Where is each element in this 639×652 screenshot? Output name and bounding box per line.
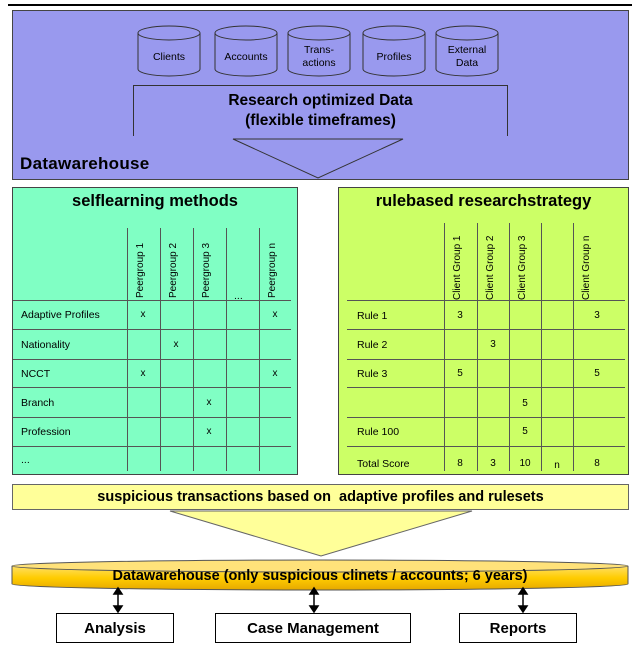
cell: 10 [519,458,531,469]
accounts-cylinder: Accounts [214,25,278,77]
down-arrow-top [232,138,404,179]
row-label: Rule 3 [357,368,388,380]
profiles-cylinder: Profiles [362,25,426,77]
row-label: Adaptive Profiles [21,309,100,321]
cell: 3 [457,310,463,321]
grid-line [477,223,478,471]
source-label: Accounts [224,50,268,63]
rulebased-panel: rulebased researchstrategy Client Group … [338,187,629,475]
research-line-2: (flexible timeframes) [245,112,396,129]
grid-line [347,417,625,418]
cell: x [206,426,212,437]
clients-cylinder: Clients [137,25,201,77]
row-label: Branch [21,397,55,409]
grid-line [573,223,574,471]
cell: x [173,339,179,350]
row-label: Rule 100 [357,426,400,438]
row-label: NCCT [21,368,51,380]
grid-line [13,300,291,301]
datawarehouse-label: Datawarehouse [20,154,150,173]
external-data-cylinder: External Data [435,25,499,77]
row-label: Total Score [357,458,410,470]
cell: x [140,309,146,320]
column-header-ellipsis: ... [234,290,243,302]
cell: x [272,309,278,320]
source-label: Clients [152,50,186,63]
grid-line [193,228,194,471]
grid-line [259,228,260,471]
top-rule-line [8,4,632,6]
grid-line [509,223,510,471]
cell: x [140,368,146,379]
cell: 3 [594,310,600,321]
source-label: External Data [447,44,487,69]
grid-line [347,387,625,388]
cell: n [554,460,560,471]
down-arrow-suspicious [169,510,473,557]
output-arrows [112,586,529,614]
grid-line [160,228,161,471]
cell: 5 [522,426,528,437]
cell: 5 [522,398,528,409]
source-label: Profiles [376,50,412,63]
cell: 3 [490,339,496,350]
row-label: Rule 1 [357,310,388,322]
grid-line [541,223,542,471]
grid-line [347,359,625,360]
rulebased-title: rulebased researchstrategy [375,192,592,210]
row-label: ... [21,454,30,466]
cell: 8 [594,458,600,469]
reports-box: Reports [459,613,577,643]
cell: 5 [457,368,463,379]
row-label: Nationality [21,339,71,351]
grid-line [444,223,445,471]
research-data-box: Research optimized Data (flexible timefr… [133,85,508,137]
cell: x [206,397,212,408]
suspicious-bar-label: suspicious transactions based on adaptiv… [97,489,544,505]
row-label: Profession [21,426,71,438]
cell: 8 [457,458,463,469]
source-label: Trans- actions [302,44,336,69]
transactions-cylinder: Trans- actions [287,25,351,77]
grid-line [347,329,625,330]
grid-line [13,329,291,330]
research-line-1: Research optimized Data [228,92,413,109]
analysis-box: Analysis [56,613,174,643]
grid-line [226,228,227,471]
grid-line [127,228,128,471]
case-management-box: Case Management [215,613,411,643]
grid-line [13,359,291,360]
grid-line [13,387,291,388]
bottom-datawarehouse-label: Datawarehouse (only suspicious clinets /… [112,568,528,584]
grid-line [13,446,291,447]
grid-line [347,300,625,301]
row-label: Rule 2 [357,339,388,351]
selflearning-panel: selflearning methods Peergroup 1 Peergro… [12,187,298,475]
grid-line [347,446,625,447]
cell: 3 [490,458,496,469]
suspicious-transactions-bar: suspicious transactions based on adaptiv… [12,484,629,510]
selflearning-title: selflearning methods [72,192,238,210]
cell: 5 [594,368,600,379]
grid-line [13,417,291,418]
cell: x [272,368,278,379]
